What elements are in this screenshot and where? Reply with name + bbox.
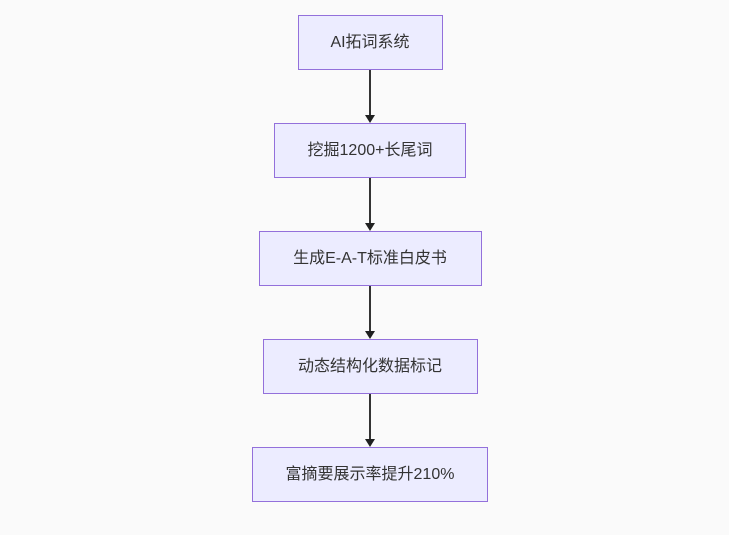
arrow-line <box>369 394 371 440</box>
arrow-line <box>369 286 371 332</box>
arrow-line <box>369 70 371 116</box>
node-label: AI拓词系统 <box>330 33 410 51</box>
flow-node-ai-keyword-system: AI拓词系统 <box>297 15 443 70</box>
flow-edge-4 <box>364 394 376 447</box>
node-label: 动态结构化数据标记 <box>297 357 442 375</box>
node-label: 生成E-A-T标准白皮书 <box>293 249 447 267</box>
flow-edge-2 <box>364 178 376 231</box>
flowchart: AI拓词系统 挖掘1200+长尾词 生成E-A-T标准白皮书 动态结构化数据标记 <box>252 15 488 502</box>
flow-edge-3 <box>364 286 376 339</box>
flow-node-structured-data-markup: 动态结构化数据标记 <box>262 339 478 394</box>
flow-edge-1 <box>364 70 376 123</box>
arrow-head-icon <box>365 115 375 123</box>
arrow-head-icon <box>365 439 375 447</box>
arrow-line <box>369 178 371 224</box>
flow-node-eat-whitepaper: 生成E-A-T标准白皮书 <box>258 231 482 286</box>
arrow-head-icon <box>365 331 375 339</box>
flow-node-longtail-keywords: 挖掘1200+长尾词 <box>274 123 466 178</box>
node-label: 挖掘1200+长尾词 <box>307 141 433 159</box>
arrow-head-icon <box>365 223 375 231</box>
node-label: 富摘要展示率提升210% <box>285 465 455 483</box>
flow-node-rich-snippet-rate: 富摘要展示率提升210% <box>252 447 488 502</box>
